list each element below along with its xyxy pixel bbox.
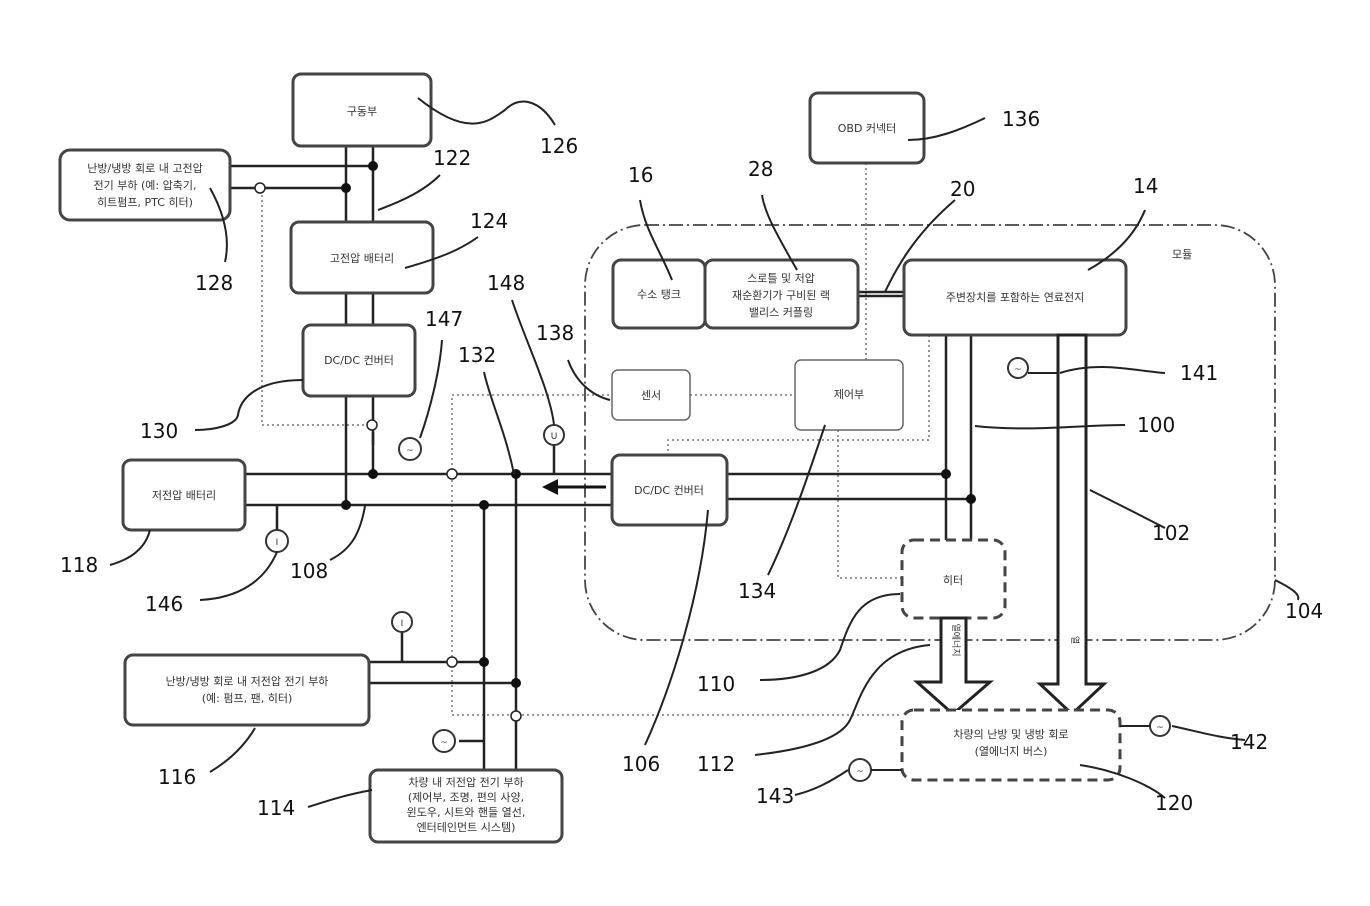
svg-text:난방/냉방 회로 내 저전압 전기 부하: 난방/냉방 회로 내 저전압 전기 부하	[166, 674, 329, 688]
svg-text:134: 134	[738, 579, 776, 603]
svg-text:16: 16	[628, 163, 653, 187]
svg-text:I: I	[276, 538, 279, 548]
svg-text:138: 138	[536, 321, 574, 345]
svg-text:132: 132	[458, 343, 496, 367]
svg-text:20: 20	[950, 177, 975, 201]
svg-text:밸리스 커플링: 밸리스 커플링	[749, 306, 813, 319]
svg-text:차량의 난방 및 냉방 회로: 차량의 난방 및 냉방 회로	[953, 728, 1068, 741]
svg-text:28: 28	[748, 157, 773, 181]
current-meter-146-icon: I	[266, 530, 288, 552]
voltage-meter-148-icon: U	[544, 425, 564, 445]
svg-text:118: 118	[60, 553, 98, 577]
heat-energy-arrow: 열에너지	[917, 618, 990, 714]
current-flow-arrow	[542, 479, 606, 495]
svg-text:수소 탱크: 수소 탱크	[637, 288, 681, 301]
svg-text:히트펌프, PTC 히터): 히트펌프, PTC 히터)	[97, 195, 193, 209]
svg-text:히터: 히터	[943, 573, 963, 587]
svg-text:구동부: 구동부	[347, 105, 377, 118]
svg-text:~: ~	[1156, 723, 1164, 733]
svg-text:148: 148	[487, 271, 525, 295]
svg-text:120: 120	[1155, 791, 1193, 815]
svg-text:제어부: 제어부	[834, 388, 864, 401]
drive-unit-box: 구동부	[293, 74, 431, 146]
hv-battery-box: 고전압 배터리	[291, 222, 433, 293]
svg-text:(예: 펌프, 팬, 히터): (예: 펌프, 팬, 히터)	[202, 691, 293, 705]
svg-text:116: 116	[158, 765, 196, 789]
svg-text:윈도우, 시트와 핸들 열선,: 윈도우, 시트와 핸들 열선,	[407, 805, 526, 819]
left-dcdc-converter-box: DC/DC 컨버터	[303, 325, 415, 396]
temp-sensor-147-icon: ~	[399, 438, 421, 460]
svg-text:차량 내 저전압 전기 부하: 차량 내 저전압 전기 부하	[408, 775, 523, 789]
svg-text:열에너지: 열에너지	[950, 623, 961, 656]
svg-text:124: 124	[470, 209, 508, 233]
coupling-box: 스로틀 및 저압 재순환기가 구비된 랙 밸리스 커플링	[705, 260, 858, 328]
svg-text:100: 100	[1137, 413, 1175, 437]
svg-text:102: 102	[1152, 521, 1190, 545]
obd-connector-box: OBD 커넥터	[810, 93, 924, 163]
controller-box: 제어부	[795, 360, 903, 430]
module-label: 모듈	[1172, 248, 1192, 261]
svg-text:주변장치를 포함하는 연료전지: 주변장치를 포함하는 연료전지	[946, 290, 1085, 304]
svg-text:열: 열	[1069, 636, 1080, 644]
lv-hvac-load-box: 난방/냉방 회로 내 저전압 전기 부하 (예: 펌프, 팬, 히터)	[125, 655, 369, 725]
svg-text:엔터테인먼트 시스템): 엔터테인먼트 시스템)	[417, 821, 516, 834]
svg-text:OBD 커넥터: OBD 커넥터	[838, 122, 897, 135]
svg-text:U: U	[551, 432, 558, 442]
svg-text:~: ~	[1014, 365, 1022, 375]
heater-box: 히터	[902, 540, 1005, 618]
lv-battery-box: 저전압 배터리	[123, 460, 245, 530]
heat-arrow: 열	[1040, 335, 1104, 714]
svg-text:DC/DC 컨버터: DC/DC 컨버터	[324, 354, 394, 367]
svg-text:108: 108	[290, 559, 328, 583]
svg-text:106: 106	[622, 752, 660, 776]
svg-text:128: 128	[195, 271, 233, 295]
svg-text:104: 104	[1285, 599, 1323, 623]
svg-text:센서: 센서	[641, 389, 661, 402]
svg-text:(열에너지 버스): (열에너지 버스)	[975, 745, 1048, 758]
svg-text:(제어부, 조명, 편의 사양,: (제어부, 조명, 편의 사양,	[408, 791, 524, 804]
hydrogen-tank-box: 수소 탱크	[613, 260, 705, 328]
svg-text:146: 146	[145, 592, 183, 616]
svg-text:147: 147	[425, 307, 463, 331]
svg-text:~: ~	[856, 767, 864, 777]
current-meter-i-icon: I	[392, 612, 412, 632]
svg-text:141: 141	[1180, 361, 1218, 385]
svg-text:I: I	[401, 619, 404, 629]
svg-text:고전압 배터리: 고전압 배터리	[330, 252, 394, 265]
thermal-bus-box: 차량의 난방 및 냉방 회로 (열에너지 버스)	[902, 710, 1120, 780]
svg-text:재순환기가 구비된 랙: 재순환기가 구비된 랙	[732, 289, 830, 302]
svg-text:~: ~	[406, 446, 414, 456]
svg-text:스로틀 및 저압: 스로틀 및 저압	[747, 272, 815, 285]
svg-text:110: 110	[697, 672, 735, 696]
temp-sensor-142-icon: ~	[1120, 716, 1170, 736]
svg-text:DC/DC 컨버터: DC/DC 컨버터	[634, 484, 704, 497]
svg-text:122: 122	[433, 146, 471, 170]
right-dcdc-converter-box: DC/DC 컨버터	[612, 455, 727, 525]
svg-text:14: 14	[1133, 174, 1158, 198]
temp-sensor-143-icon: ~	[849, 759, 902, 781]
hv-hvac-load-box: 난방/냉방 회로 내 고전압 전기 부하 (예: 압축기, 히트펌프, PTC …	[60, 150, 230, 220]
sensor-box: 센서	[612, 370, 690, 420]
svg-text:112: 112	[697, 752, 735, 776]
svg-text:126: 126	[540, 134, 578, 158]
temp-sensor-141-icon: ~	[1008, 358, 1058, 378]
svg-text:난방/냉방 회로 내 고전압: 난방/냉방 회로 내 고전압	[87, 162, 202, 175]
svg-text:저전압 배터리: 저전압 배터리	[152, 489, 216, 502]
svg-text:136: 136	[1002, 107, 1040, 131]
vehicle-lv-load-box: 차량 내 저전압 전기 부하 (제어부, 조명, 편의 사양, 윈도우, 시트와…	[370, 770, 562, 842]
svg-text:130: 130	[140, 419, 178, 443]
svg-text:143: 143	[756, 784, 794, 808]
svg-text:전기 부하 (예: 압축기,: 전기 부하 (예: 압축기,	[94, 178, 197, 192]
fuel-cell-box: 주변장치를 포함하는 연료전지	[904, 260, 1126, 335]
temp-sensor-lv-icon: ~	[433, 730, 455, 752]
svg-text:142: 142	[1230, 730, 1268, 754]
svg-text:114: 114	[257, 796, 295, 820]
svg-text:~: ~	[440, 738, 448, 748]
